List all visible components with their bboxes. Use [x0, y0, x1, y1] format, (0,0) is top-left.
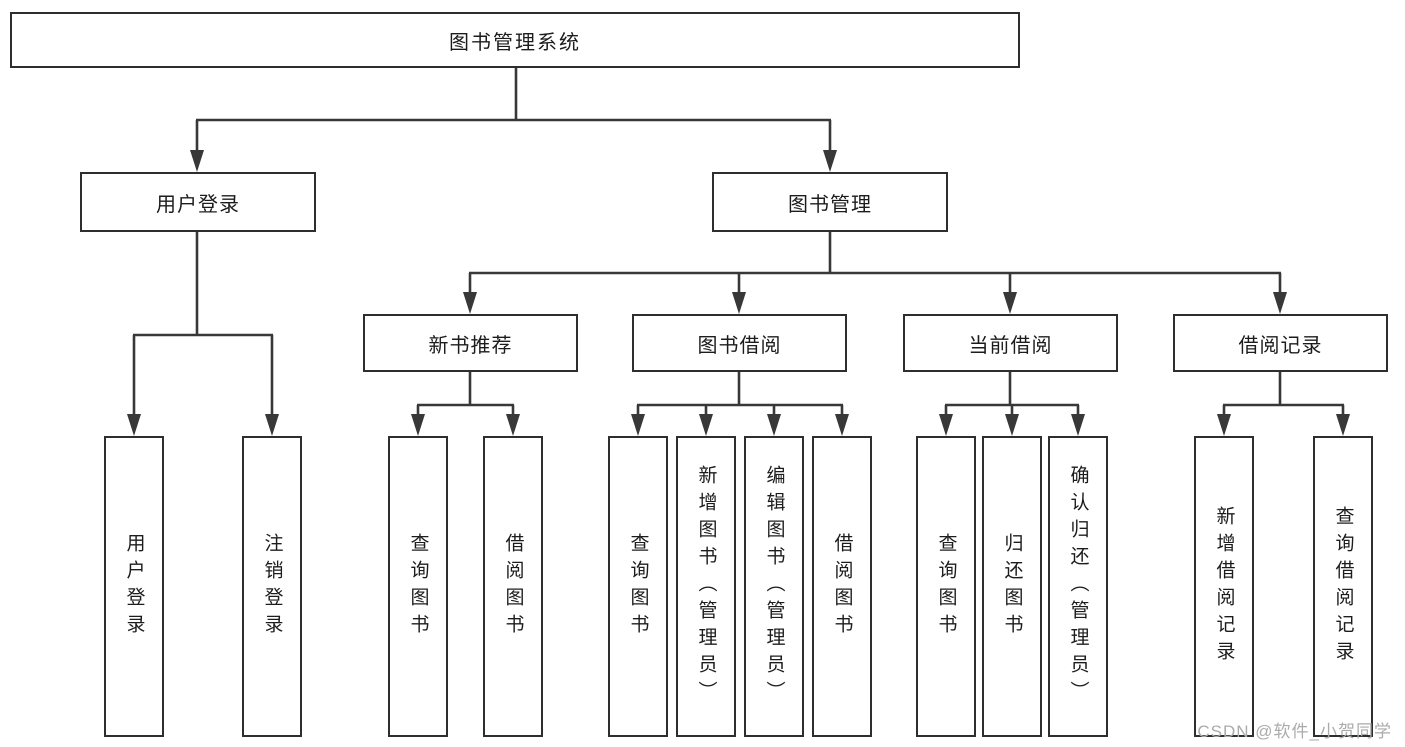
leaf-user-login-label: 用户登录 — [123, 532, 145, 641]
node-book-borrow-label: 图书借阅 — [697, 334, 782, 357]
leaf-borrow-borrow-books-label: 借阅图书 — [831, 532, 853, 641]
node-borrow-records: 借阅记录 — [1173, 314, 1388, 372]
leaf-recommend-borrow-books-label: 借阅图书 — [502, 532, 524, 641]
node-current-borrow: 当前借阅 — [903, 314, 1118, 372]
leaf-records-query-borrow-record: 查询借阅记录 — [1313, 436, 1373, 737]
leaf-logout: 注销登录 — [242, 436, 302, 737]
leaf-current-query-books-label: 查询图书 — [935, 532, 957, 641]
node-user-login: 用户登录 — [80, 172, 316, 232]
node-current-borrow-label: 当前借阅 — [968, 334, 1053, 357]
node-user-login-label: 用户登录 — [156, 193, 240, 216]
leaf-current-confirm-return-admin: 确认归还（管理员） — [1048, 436, 1108, 737]
leaf-records-query-borrow-record-label: 查询借阅记录 — [1332, 505, 1354, 668]
leaf-current-return-books-label: 归还图书 — [1001, 532, 1023, 641]
leaf-records-add-borrow-record-label: 新增借阅记录 — [1213, 505, 1235, 668]
leaf-recommend-query-books-label: 查询图书 — [407, 532, 429, 641]
arrowhead-icons — [127, 150, 1350, 436]
node-book-borrow: 图书借阅 — [632, 314, 847, 372]
leaf-current-query-books: 查询图书 — [916, 436, 976, 737]
leaf-current-confirm-return-admin-label: 确认归还（管理员） — [1067, 465, 1089, 708]
leaf-recommend-query-books: 查询图书 — [388, 436, 448, 737]
leaf-borrow-add-books-admin: 新增图书（管理员） — [676, 436, 736, 737]
leaf-borrow-add-books-admin-label: 新增图书（管理员） — [695, 465, 717, 708]
leaf-borrow-edit-books-admin: 编辑图书（管理员） — [744, 436, 804, 737]
node-book-management: 图书管理 — [712, 172, 948, 232]
csdn-watermark: CSDN @软件_小贺同学 — [1197, 722, 1392, 741]
leaf-borrow-query-books: 查询图书 — [608, 436, 668, 737]
node-new-book-recommend-label: 新书推荐 — [428, 334, 513, 357]
leaf-logout-label: 注销登录 — [261, 532, 283, 641]
leaf-borrow-borrow-books: 借阅图书 — [812, 436, 872, 737]
leaf-records-add-borrow-record: 新增借阅记录 — [1194, 436, 1254, 737]
node-root: 图书管理系统 — [10, 12, 1020, 68]
leaf-borrow-query-books-label: 查询图书 — [627, 532, 649, 641]
leaf-borrow-edit-books-admin-label: 编辑图书（管理员） — [763, 465, 785, 708]
leaf-current-return-books: 归还图书 — [982, 436, 1042, 737]
leaf-user-login: 用户登录 — [104, 436, 164, 737]
node-book-management-label: 图书管理 — [788, 193, 872, 216]
leaf-recommend-borrow-books: 借阅图书 — [483, 436, 543, 737]
node-root-label: 图书管理系统 — [449, 31, 581, 54]
node-new-book-recommend: 新书推荐 — [363, 314, 578, 372]
node-borrow-records-label: 借阅记录 — [1238, 334, 1323, 357]
